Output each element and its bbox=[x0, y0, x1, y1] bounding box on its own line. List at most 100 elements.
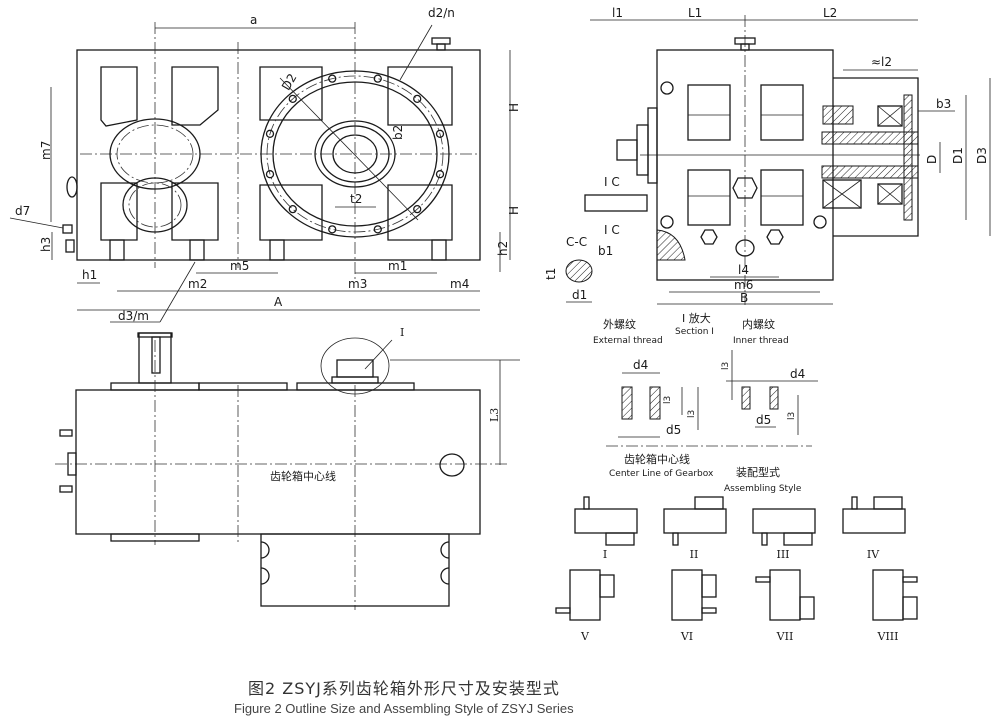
bearing-block bbox=[100, 182, 138, 241]
flange-bolt bbox=[288, 94, 297, 103]
label-h3: h3 bbox=[39, 237, 53, 252]
label-assembling-en: Assembling Style bbox=[724, 484, 802, 494]
inspection-window bbox=[760, 84, 804, 141]
d3m-leader bbox=[159, 261, 196, 323]
bearing-block bbox=[387, 184, 453, 241]
output-sleeve-bottom bbox=[821, 165, 919, 179]
label-b2: b2 bbox=[391, 125, 405, 140]
label-inner-cn: 内螺纹 bbox=[742, 317, 775, 331]
caption-english: Figure 2 Outline Size and Assembling Sty… bbox=[234, 701, 574, 716]
label-H-bottom: H bbox=[507, 206, 521, 215]
external-thread-wall bbox=[649, 386, 661, 420]
section-I-leader bbox=[364, 339, 393, 370]
label-t1: t1 bbox=[544, 268, 558, 280]
bottom-plate bbox=[110, 533, 200, 542]
inner-thread-wall bbox=[741, 386, 751, 410]
drain-hole bbox=[735, 239, 755, 257]
drain-plug bbox=[62, 224, 73, 234]
style-shaft bbox=[672, 532, 679, 546]
label-m3: m3 bbox=[348, 277, 367, 291]
label-l3b-inner: l3 bbox=[787, 412, 797, 420]
label-external-cn: 外螺纹 bbox=[603, 317, 636, 331]
foot bbox=[269, 239, 285, 261]
section-detail: 外螺纹 External thread I 放大 Section I 内螺纹 I… bbox=[593, 311, 818, 494]
style-label: II bbox=[690, 548, 699, 561]
front-view: a d2/n D2 b2 t2 H H h2 m7 d7 h3 h1 m5 m1… bbox=[9, 6, 521, 323]
hex-fitting bbox=[732, 177, 758, 199]
label-A: A bbox=[274, 295, 283, 309]
style-label: VI bbox=[680, 630, 693, 643]
key bbox=[151, 336, 161, 374]
flange-bolt bbox=[265, 129, 275, 138]
breather-stem bbox=[436, 43, 446, 51]
output-housing bbox=[833, 77, 919, 237]
label-CC: C-C bbox=[566, 235, 587, 249]
lifting-hole bbox=[660, 81, 674, 95]
assembling-style-6: VI bbox=[671, 569, 717, 643]
label-d3m: d3/m bbox=[118, 309, 149, 323]
style-shaft bbox=[701, 607, 717, 614]
flange-bolt bbox=[373, 225, 382, 234]
bearing-block bbox=[171, 66, 219, 126]
label-t2: t2 bbox=[350, 192, 362, 206]
shaft-bore bbox=[332, 134, 378, 174]
flange-bolt bbox=[435, 170, 445, 179]
label-d5-inner: d5 bbox=[756, 413, 771, 427]
top-housing bbox=[75, 389, 481, 535]
flange-bolt bbox=[435, 129, 445, 138]
label-l3b-ext: l3 bbox=[687, 410, 697, 418]
assembling-style-5: V bbox=[555, 569, 615, 643]
style-shaft bbox=[555, 607, 571, 614]
style-output bbox=[599, 574, 615, 598]
label-D: D bbox=[925, 155, 939, 164]
label-C-bottom: I C bbox=[604, 223, 620, 237]
label-d1: d1 bbox=[572, 288, 587, 302]
label-b3: b3 bbox=[936, 97, 951, 111]
label-m7: m7 bbox=[39, 141, 53, 160]
assembling-style-3: III bbox=[752, 508, 816, 561]
assembling-style-8: VIII bbox=[872, 569, 918, 643]
label-D1: D1 bbox=[951, 147, 965, 164]
seal-ring bbox=[822, 105, 854, 125]
label-d2n: d2/n bbox=[428, 6, 455, 20]
bearing bbox=[877, 105, 903, 127]
style-body bbox=[769, 569, 801, 621]
style-body bbox=[569, 569, 601, 621]
label-l3a-inner: l3 bbox=[721, 362, 731, 370]
style-output bbox=[605, 532, 635, 546]
inspection-window bbox=[687, 169, 731, 226]
inspection-window bbox=[760, 169, 804, 226]
label-m1: m1 bbox=[388, 259, 407, 273]
side-bolt bbox=[59, 429, 73, 437]
label-h2: h2 bbox=[496, 241, 510, 256]
d2n-leader bbox=[399, 24, 433, 81]
label-d7: d7 bbox=[15, 204, 30, 218]
style-label: VIII bbox=[877, 630, 899, 643]
assembling-style-7: VII bbox=[755, 569, 815, 643]
side-bolt bbox=[59, 485, 73, 493]
oil-gauge bbox=[66, 176, 78, 198]
style-shaft bbox=[851, 496, 858, 510]
hex-nut bbox=[766, 229, 784, 245]
inspection-window bbox=[687, 84, 731, 141]
output-block bbox=[260, 533, 450, 607]
input-gear-flange bbox=[109, 118, 201, 190]
bearing-block bbox=[259, 184, 323, 241]
input-flange bbox=[647, 107, 658, 184]
label-b1: b1 bbox=[598, 244, 613, 258]
style-label: III bbox=[776, 548, 789, 561]
hex-nut bbox=[700, 229, 718, 245]
notch bbox=[260, 541, 270, 559]
style-output bbox=[902, 596, 918, 620]
flange-bolt bbox=[373, 74, 382, 83]
foot bbox=[189, 239, 205, 261]
input-shaft bbox=[584, 194, 648, 212]
style-output bbox=[694, 496, 724, 510]
caption-chinese: 图2 ZSYJ系列齿轮箱外形尺寸及安装型式 bbox=[248, 679, 560, 698]
style-body bbox=[574, 508, 638, 534]
external-thread-wall bbox=[621, 386, 633, 420]
label-external-en: External thread bbox=[593, 336, 663, 346]
label-l2: ≈l2 bbox=[871, 55, 892, 69]
lifting-hole bbox=[660, 215, 674, 229]
